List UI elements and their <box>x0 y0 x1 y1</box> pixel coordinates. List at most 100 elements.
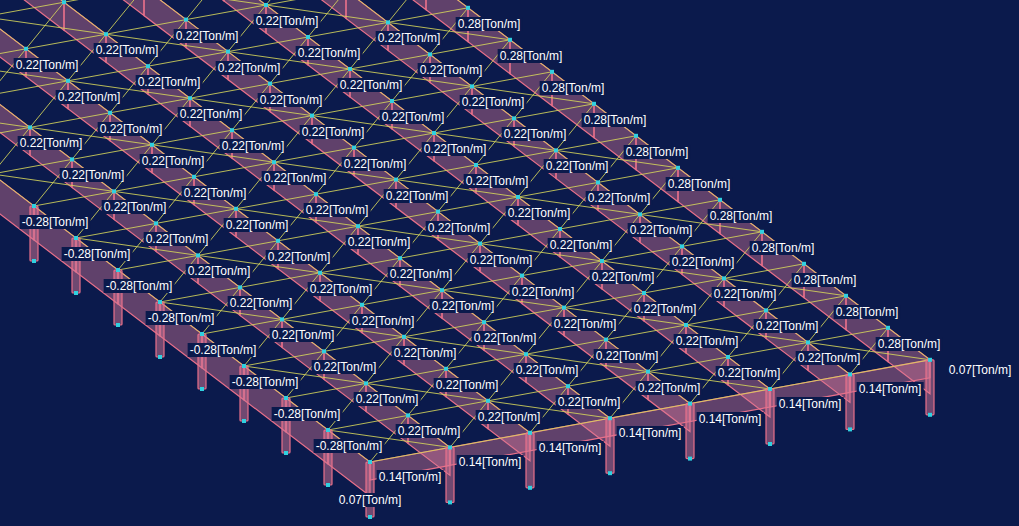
joint-dot <box>28 125 32 129</box>
load-label: 0.14[Ton/m] <box>857 382 924 396</box>
joint-dot <box>436 210 440 214</box>
joint-dot <box>764 308 768 312</box>
load-label: 0.22[Ton/m] <box>140 154 207 168</box>
load-label: 0.22[Ton/m] <box>380 110 447 124</box>
joint-dot <box>566 384 570 388</box>
joint-dot <box>352 146 356 150</box>
joint-dot <box>390 99 394 103</box>
beam-line <box>266 0 304 5</box>
joint-dot <box>474 163 478 167</box>
load-label: 0.28[Ton/m] <box>834 305 901 319</box>
joint-dot <box>684 323 688 327</box>
joint-dot <box>360 303 364 307</box>
joint-dot <box>66 79 70 83</box>
load-label: 0.22[Ton/m] <box>228 296 295 310</box>
load-label: 0.22[Ton/m] <box>754 319 821 333</box>
load-label: 0.22[Ton/m] <box>476 410 543 424</box>
joint-dot <box>104 32 108 36</box>
joint-dot <box>596 180 600 184</box>
joint-dot <box>402 335 406 339</box>
load-label: 0.22[Ton/m] <box>14 58 81 72</box>
joint-dot <box>268 82 272 86</box>
load-label: 0.22[Ton/m] <box>716 366 783 380</box>
joint-dot <box>310 114 314 118</box>
joint-dot <box>196 253 200 257</box>
load-label: 0.22[Ton/m] <box>430 299 497 313</box>
joint-dot <box>32 259 36 263</box>
joint-dot <box>928 413 932 417</box>
load-label: 0.22[Ton/m] <box>460 95 527 109</box>
load-label: 0.14[Ton/m] <box>537 441 604 455</box>
column <box>766 389 774 444</box>
beam-line <box>328 328 888 430</box>
joint-dot <box>448 500 452 504</box>
joint-dot <box>154 221 158 225</box>
load-label: 0.22[Ton/m] <box>18 136 85 150</box>
joint-dot <box>604 338 608 342</box>
load-label: 0.28[Ton/m] <box>792 273 859 287</box>
load-label: 0.14[Ton/m] <box>777 397 844 411</box>
load-label: 0.22[Ton/m] <box>396 424 463 438</box>
load-label: 0.22[Ton/m] <box>136 75 203 89</box>
joint-dot <box>398 256 402 260</box>
joint-dot <box>158 355 162 359</box>
beam-line <box>0 127 30 174</box>
load-label: 0.22[Ton/m] <box>224 218 291 232</box>
load-label: 0.22[Ton/m] <box>94 43 161 57</box>
load-label: 0.28[Ton/m] <box>582 113 649 127</box>
load-label: -0.28[Ton/m] <box>62 247 133 261</box>
joint-dot <box>242 364 246 368</box>
beam-line <box>106 0 144 34</box>
load-label: 0.28[Ton/m] <box>624 145 691 159</box>
load-label: 0.22[Ton/m] <box>418 63 485 77</box>
beam-line <box>388 0 426 22</box>
beam-line <box>34 104 594 206</box>
load-label: 0.22[Ton/m] <box>270 328 337 342</box>
joint-dot <box>760 230 764 234</box>
load-label: 0.22[Ton/m] <box>376 31 443 45</box>
beam-line <box>244 264 804 366</box>
load-label: 0.22[Ton/m] <box>308 282 375 296</box>
joint-dot <box>722 276 726 280</box>
joint-dot <box>108 111 112 115</box>
beam-line <box>0 40 510 142</box>
beam-line <box>64 0 102 2</box>
load-label: 0.22[Ton/m] <box>422 142 489 156</box>
load-label: 0.14[Ton/m] <box>377 470 444 484</box>
joint-dot <box>634 134 638 138</box>
joint-dot <box>428 52 432 56</box>
joint-dot <box>394 178 398 182</box>
joint-dot <box>554 148 558 152</box>
column <box>446 447 454 502</box>
load-label: 0.22[Ton/m] <box>178 107 245 121</box>
load-label: 0.22[Ton/m] <box>434 378 501 392</box>
load-label: 0.22[Ton/m] <box>628 223 695 237</box>
joint-dot <box>116 323 120 327</box>
joint-dot <box>440 288 444 292</box>
beam-line <box>186 0 224 20</box>
joint-dot <box>230 128 234 132</box>
load-label: 0.22[Ton/m] <box>586 191 653 205</box>
joint-dot <box>112 189 116 193</box>
joint-dot <box>444 367 448 371</box>
joint-dot <box>886 326 890 330</box>
load-label: -0.28[Ton/m] <box>146 311 217 325</box>
joint-dot <box>848 427 852 431</box>
load-label: 0.22[Ton/m] <box>426 221 493 235</box>
joint-dot <box>238 285 242 289</box>
load-label: 0.22[Ton/m] <box>384 189 451 203</box>
load-label: 0.28[Ton/m] <box>666 177 733 191</box>
joint-dot <box>676 166 680 170</box>
joint-dot <box>74 291 78 295</box>
load-label: 0.22[Ton/m] <box>174 29 241 43</box>
joint-dot <box>318 271 322 275</box>
joint-dot <box>646 370 650 374</box>
load-label: 0.22[Ton/m] <box>60 168 127 182</box>
columns <box>0 174 934 517</box>
beams <box>0 0 930 462</box>
joint-dot <box>524 352 528 356</box>
beam-line <box>144 0 266 5</box>
load-label: 0.14[Ton/m] <box>457 455 524 469</box>
joint-dot <box>592 102 596 106</box>
